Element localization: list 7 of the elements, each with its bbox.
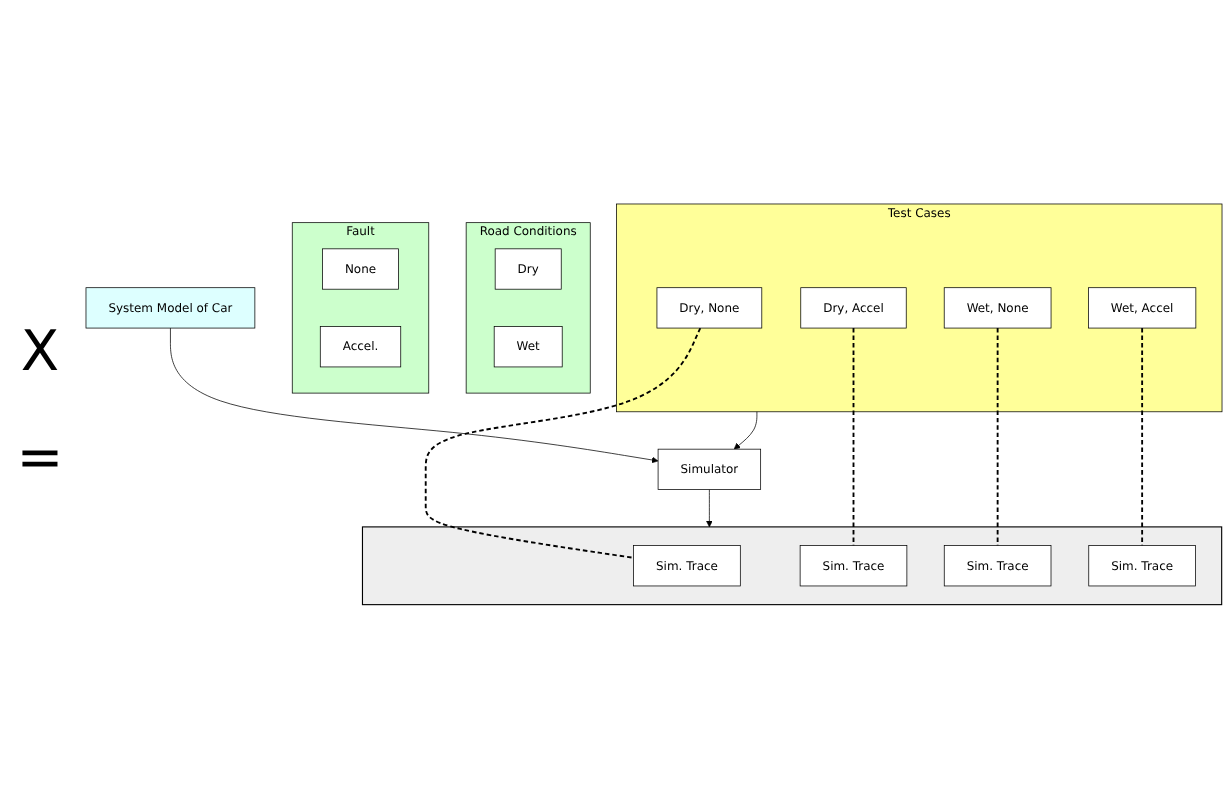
cluster — [361, 526, 1223, 605]
operator-symbol: = — [16, 424, 64, 490]
connector — [852, 326, 855, 547]
connector — [1141, 326, 1144, 547]
connector — [424, 326, 702, 559]
operator-symbol: X — [20, 318, 60, 384]
connector — [996, 326, 999, 547]
